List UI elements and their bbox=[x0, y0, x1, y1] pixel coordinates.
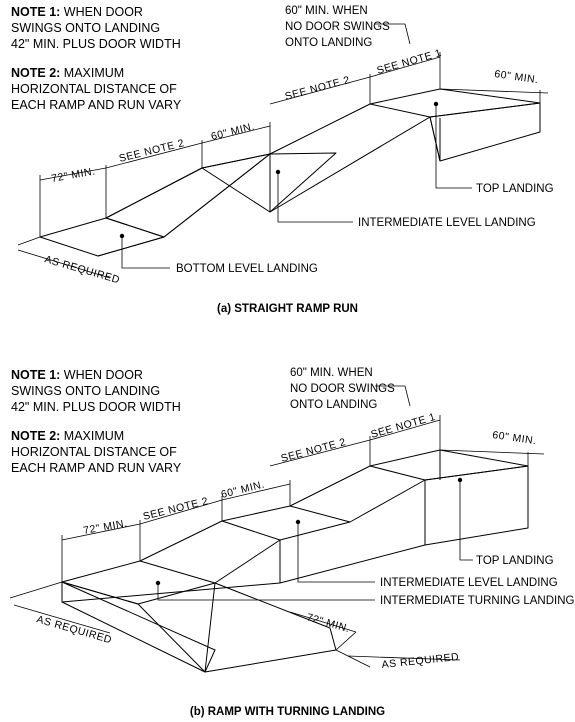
top-landing-b bbox=[369, 449, 529, 481]
note-2-a: NOTE 2: MAXIMUM HORIZONTAL DISTANCE OF E… bbox=[11, 65, 181, 113]
label-turning-landing-b: INTERMEDIATE TURNING LANDING bbox=[380, 595, 575, 607]
note-2-b-line-1: MAXIMUM bbox=[63, 429, 125, 443]
note-1-b-line-3: 42" MIN. PLUS DOOR WIDTH bbox=[11, 400, 181, 414]
door-note-a-line-3: ONTO LANDING bbox=[285, 37, 372, 49]
door-note-b-line-3: ONTO LANDING bbox=[290, 399, 377, 411]
door-note-a-line-2: NO DOOR SWINGS bbox=[285, 21, 390, 33]
note-1-b-line-1: WHEN DOOR bbox=[63, 368, 143, 382]
leaders-a bbox=[121, 104, 472, 269]
note-1-a-line-3: 42" MIN. PLUS DOOR WIDTH bbox=[11, 37, 181, 51]
dim-60-min-mid-a: 60" MIN. bbox=[210, 121, 256, 143]
note-1-a-label: NOTE 1: bbox=[11, 5, 61, 19]
dim-60-min-top-a: 60" MIN. bbox=[494, 68, 540, 86]
leaders-b bbox=[157, 480, 473, 601]
note-2-b: NOTE 2: MAXIMUM HORIZONTAL DISTANCE OF E… bbox=[11, 428, 181, 476]
label-intermediate-landing-b: INTERMEDIATE LEVEL LANDING bbox=[380, 577, 558, 589]
intermediate-landing-a bbox=[201, 152, 337, 213]
dim-72-min-b: 72" MIN. bbox=[82, 517, 128, 537]
dim-see-note-2-lower-a: SEE NOTE 2 bbox=[118, 137, 186, 165]
bottom-landing-a bbox=[39, 217, 165, 257]
label-top-landing-b: TOP LANDING bbox=[476, 555, 554, 567]
note-2-a-line-1: MAXIMUM bbox=[63, 66, 125, 80]
dimensions-b bbox=[9, 385, 545, 668]
dim-as-required-right-b: AS REQUIRED bbox=[381, 651, 460, 671]
top-landing-a bbox=[369, 88, 541, 118]
caption-b: (b) RAMP WITH TURNING LANDING bbox=[189, 706, 386, 718]
door-note-b-line-1: 60" MIN. WHEN bbox=[290, 367, 373, 379]
dim-see-note-2-upper-b: SEE NOTE 2 bbox=[280, 436, 348, 465]
dim-60-min-top-b: 60" MIN. bbox=[492, 429, 538, 447]
dim-as-required-left-b: AS REQUIRED bbox=[35, 613, 113, 646]
turning-landing-b bbox=[61, 560, 216, 605]
door-note-b-line-2: NO DOOR SWINGS bbox=[290, 383, 395, 395]
turning-ramp-drawing bbox=[61, 449, 529, 673]
dimensions-a bbox=[17, 23, 549, 279]
note-1-b-label: NOTE 1: bbox=[11, 368, 61, 382]
note-2-b-line-3: EACH RAMP AND RUN VARY bbox=[11, 461, 182, 475]
dim-see-note-1-b: SEE NOTE 1 bbox=[370, 411, 438, 441]
note-1-a-line-1: WHEN DOOR bbox=[63, 5, 143, 19]
top-landing-a-front bbox=[429, 102, 541, 162]
note-1-b: NOTE 1: WHEN DOOR SWINGS ONTO LANDING 42… bbox=[11, 367, 181, 415]
note-2-a-line-2: HORIZONTAL DISTANCE OF bbox=[11, 82, 177, 96]
top-landing-b-front bbox=[424, 465, 529, 546]
dim-see-note-2-lower-b: SEE NOTE 2 bbox=[142, 495, 210, 523]
dim-72-min-a: 72" MIN. bbox=[50, 165, 96, 185]
lower-ramp-b bbox=[204, 582, 337, 673]
note-2-b-line-2: HORIZONTAL DISTANCE OF bbox=[11, 445, 177, 459]
label-intermediate-landing-a: INTERMEDIATE LEVEL LANDING bbox=[358, 217, 536, 229]
caption-a: (a) STRAIGHT RAMP RUN bbox=[217, 303, 358, 315]
note-2-a-line-3: EACH RAMP AND RUN VARY bbox=[11, 98, 182, 112]
note-1-a: NOTE 1: WHEN DOOR SWINGS ONTO LANDING 42… bbox=[11, 4, 181, 52]
note-2-b-label: NOTE 2: bbox=[11, 429, 61, 443]
label-bottom-landing-a: BOTTOM LEVEL LANDING bbox=[176, 263, 318, 275]
note-2-a-label: NOTE 2: bbox=[11, 66, 61, 80]
dim-see-note-2-upper-a: SEE NOTE 2 bbox=[284, 74, 352, 103]
dim-60-min-mid-b: 60" MIN. bbox=[220, 479, 266, 501]
note-1-a-line-2: SWINGS ONTO LANDING bbox=[11, 21, 161, 35]
straight-ramp-run-drawing bbox=[39, 88, 541, 257]
intermediate-landing-b bbox=[221, 505, 351, 541]
note-1-b-line-2: SWINGS ONTO LANDING bbox=[11, 384, 161, 398]
label-top-landing-a: TOP LANDING bbox=[476, 183, 554, 195]
dim-see-note-1-a: SEE NOTE 1 bbox=[376, 47, 444, 77]
dim-72-min-lower-b: 72" MIN. bbox=[305, 611, 351, 635]
door-note-a-line-1: 60" MIN. WHEN bbox=[285, 5, 368, 17]
dim-as-required-a: AS REQUIRED bbox=[43, 253, 121, 286]
